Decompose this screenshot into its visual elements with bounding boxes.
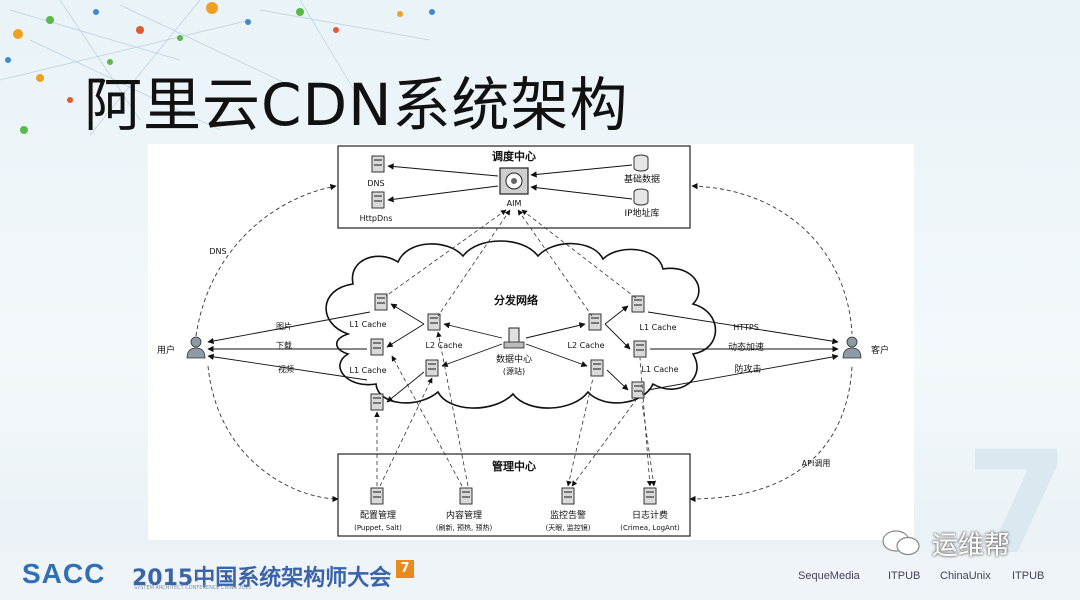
decorative-network [0,0,435,136]
right-l2-cache-label: L2 Cache [568,341,605,350]
left-l1-server-1 [374,293,388,311]
distribution-cloud [325,240,717,409]
httpdns-label: HttpDns [360,214,393,223]
right-l1-cache-label-2: L1 Cache [642,365,679,374]
conference-name: 2015中国系统架构师大会 [132,566,392,591]
right-l1-cache-label-1: L1 Cache [640,323,677,332]
dns-server-icon [371,155,385,173]
user-person-icon [186,336,206,359]
scheduling-center-title: 调度中心 [492,149,536,163]
base-data-db-icon [633,154,649,172]
sponsor-itpub-2: ITPUB [1012,570,1045,582]
footer-bar [0,552,1080,600]
ip-db-icon [633,188,649,206]
management-center-box: 管理中心 配置管理 (Puppet, Salt) 内容管理 (刷新, 预热, 预… [337,453,691,537]
management-center-title: 管理中心 [492,459,536,473]
dns-label: DNS [367,179,384,188]
conference-logo-icon: 7 [396,560,414,578]
log-sub-label: (Crimea, LogAnt) [620,524,680,532]
content-server-icon [459,487,473,505]
data-center-label: 数据中心 [496,353,532,365]
watermark-text: 运维帮 [932,531,1011,561]
image-link-label: 图片 [276,321,292,331]
slide-title: 阿里云CDN系统架构 [84,71,629,139]
httpdns-server-icon [371,191,385,209]
aim-server-icon [499,167,529,195]
user-label: 用户 [157,344,175,356]
log-label: 日志计费 [632,509,668,521]
dynamic-link-label: 动态加速 [728,341,764,353]
anti-attack-link-label: 防攻击 [734,363,761,375]
customer-label: 客户 [871,344,889,356]
sponsor-itpub-1: ITPUB [888,570,921,582]
api-link-label: API调用 [802,459,831,468]
log-server-icon [643,487,657,505]
video-link-label: 视频 [278,364,294,374]
ip-db-label: IP地址库 [624,207,659,219]
monitor-label: 监控告警 [550,509,586,521]
config-label: 配置管理 [360,509,396,521]
distribution-network-title: 分发网络 [494,293,538,307]
wechat-icon [882,530,920,556]
scheduling-center-box: 调度中心 DNS HttpDns AIM 基础数据 IP地址库 [337,145,691,229]
left-l2-server-1 [427,313,441,331]
left-l1-cache-label-2: L1 Cache [350,366,387,375]
config-sub-label: (Puppet, Salt) [354,524,402,532]
customer-person-icon [842,336,862,359]
content-sub-label: (刷新, 预热, 预热) [436,523,493,532]
origin-label: (源站) [503,366,525,376]
aim-label: AIM [507,199,522,208]
monitor-sub-label: (天眼, 监控镜) [546,523,591,532]
sacc-logo: SACC [22,558,106,589]
https-link-label: HTTPS [733,323,759,332]
left-l1-server-2 [370,338,384,356]
right-l1-server-2 [633,340,647,358]
base-data-label: 基础数据 [624,173,660,185]
sponsor-sequemedia: SequeMedia [798,570,860,582]
content-label: 内容管理 [446,509,482,521]
left-l2-cache-label: L2 Cache [426,341,463,350]
right-l2-server-2 [590,359,604,377]
left-l2-server-2 [425,359,439,377]
dns-link-label: DNS [209,247,226,256]
download-link-label: 下载 [276,340,292,350]
config-server-icon [370,487,384,505]
cdn-architecture-diagram: 调度中心 DNS HttpDns AIM 基础数据 IP地址库 分发网络 L1 … [148,144,914,540]
left-l1-cache-label-1: L1 Cache [350,320,387,329]
right-l2-server-1 [588,313,602,331]
sponsor-chinaunix: ChinaUnix [940,570,991,582]
right-l1-server-1 [631,295,645,313]
left-l1-server-3 [370,393,384,411]
conference-subtitle: SYSTEM ARCHITECT CONFERENCE CHINA 2015 [134,585,252,591]
monitor-server-icon [561,487,575,505]
data-center-icon [503,327,525,349]
